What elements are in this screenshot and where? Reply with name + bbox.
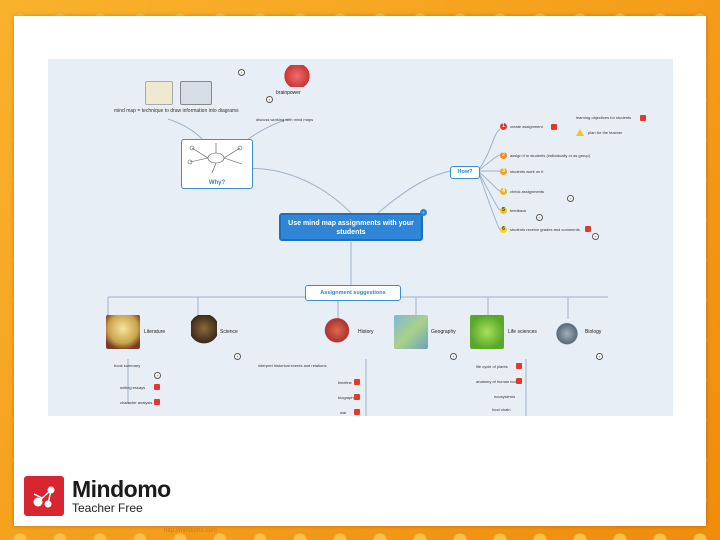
- brand-url[interactable]: http://mindomo.com: [164, 528, 217, 534]
- literature-image: [106, 315, 140, 349]
- history-item: interpret historical events and relation…: [258, 363, 327, 368]
- life-sciences-item: life cycle of plants: [476, 364, 508, 369]
- flag-icon: [354, 379, 360, 385]
- brand-edition: Teacher Free: [72, 501, 143, 515]
- topic-geography: Geography: [431, 329, 456, 335]
- how-step-5: feedback: [510, 208, 527, 213]
- brainpower-note: brainpower: [276, 90, 301, 96]
- why-topic[interactable]: Why?: [181, 139, 253, 189]
- flag-icon: [354, 394, 360, 400]
- how-step-6: students receive grades and comments: [510, 227, 580, 232]
- why-label: Why?: [208, 180, 226, 186]
- flag-icon: [551, 124, 557, 130]
- discuss-note: discuss working with mind maps: [256, 117, 314, 122]
- flag-icon: [516, 363, 522, 369]
- virus-image: [550, 315, 584, 349]
- warning-icon: [576, 129, 584, 136]
- how-topic[interactable]: How?: [450, 166, 480, 179]
- how-sub-objectives: learning objectives for students: [576, 115, 632, 120]
- map-image: [394, 315, 428, 349]
- how-step-3: students work on it: [510, 169, 544, 174]
- mindomo-logo: [24, 476, 64, 516]
- expand-icon[interactable]: +: [238, 69, 245, 76]
- expand-icon[interactable]: +: [536, 214, 543, 221]
- globe-image: [191, 315, 217, 349]
- life-sciences-item: ecosystems: [494, 394, 516, 399]
- how-step-2: assign it to students (individually or a…: [510, 153, 591, 158]
- add-icon[interactable]: +: [420, 209, 427, 216]
- step-number-icon: 5: [500, 207, 507, 214]
- expand-icon[interactable]: +: [266, 96, 273, 103]
- history-item: war: [340, 410, 347, 415]
- brain-image: [283, 65, 311, 87]
- history-item: biography: [338, 395, 356, 400]
- flag-icon: [354, 409, 360, 415]
- expand-icon[interactable]: +: [154, 372, 161, 379]
- central-topic[interactable]: Use mind map assignments with your stude…: [279, 213, 423, 241]
- step-number-icon: 4: [500, 188, 507, 195]
- flag-icon: [516, 378, 522, 384]
- expand-icon[interactable]: +: [567, 195, 574, 202]
- expand-icon[interactable]: +: [596, 353, 603, 360]
- step-number-icon: 1: [500, 123, 507, 130]
- flag-icon: [154, 384, 160, 390]
- history-item: timeline: [338, 380, 352, 385]
- expand-icon[interactable]: +: [450, 353, 457, 360]
- flag-icon: [154, 399, 160, 405]
- paper-sketch-image: [145, 81, 173, 105]
- plant-image: [470, 315, 504, 349]
- step-number-icon: 3: [500, 168, 507, 175]
- flag-icon: [640, 115, 646, 121]
- literature-item: writing essays: [120, 385, 146, 390]
- assignment-suggestions-topic[interactable]: Assignment suggestions: [305, 285, 401, 301]
- why-sketch-image: [187, 143, 243, 174]
- step-number-icon: 6: [500, 226, 507, 233]
- how-step-1: create assignment: [510, 124, 543, 129]
- literature-item: book summary: [114, 363, 141, 368]
- computer-monitor-image: [180, 81, 212, 105]
- expand-icon[interactable]: +: [234, 353, 241, 360]
- life-sciences-item: anatomy of human body: [476, 379, 519, 384]
- life-sciences-item: food chain: [492, 407, 511, 412]
- topic-literature: Literature: [144, 329, 166, 335]
- history-image: [323, 315, 351, 349]
- brand-name: Mindomo: [72, 476, 171, 502]
- topic-biology: Biology: [585, 329, 602, 335]
- topic-history: History: [358, 329, 374, 335]
- how-sub-teacher: plan for the teacher: [588, 130, 623, 135]
- topic-science: Science: [220, 329, 238, 335]
- mind-map-canvas[interactable]: Why? mind map = technique to draw inform…: [48, 59, 673, 416]
- flag-icon: [585, 226, 591, 232]
- step-number-icon: 2: [500, 152, 507, 159]
- mind-map-definition-note: mind map = technique to draw information…: [114, 108, 239, 114]
- expand-icon[interactable]: +: [592, 233, 599, 240]
- how-step-4: check assignments: [510, 189, 545, 194]
- literature-item: character analysis: [120, 400, 153, 405]
- logo-icon: [33, 486, 55, 508]
- topic-life-sciences: Life sciences: [508, 329, 537, 335]
